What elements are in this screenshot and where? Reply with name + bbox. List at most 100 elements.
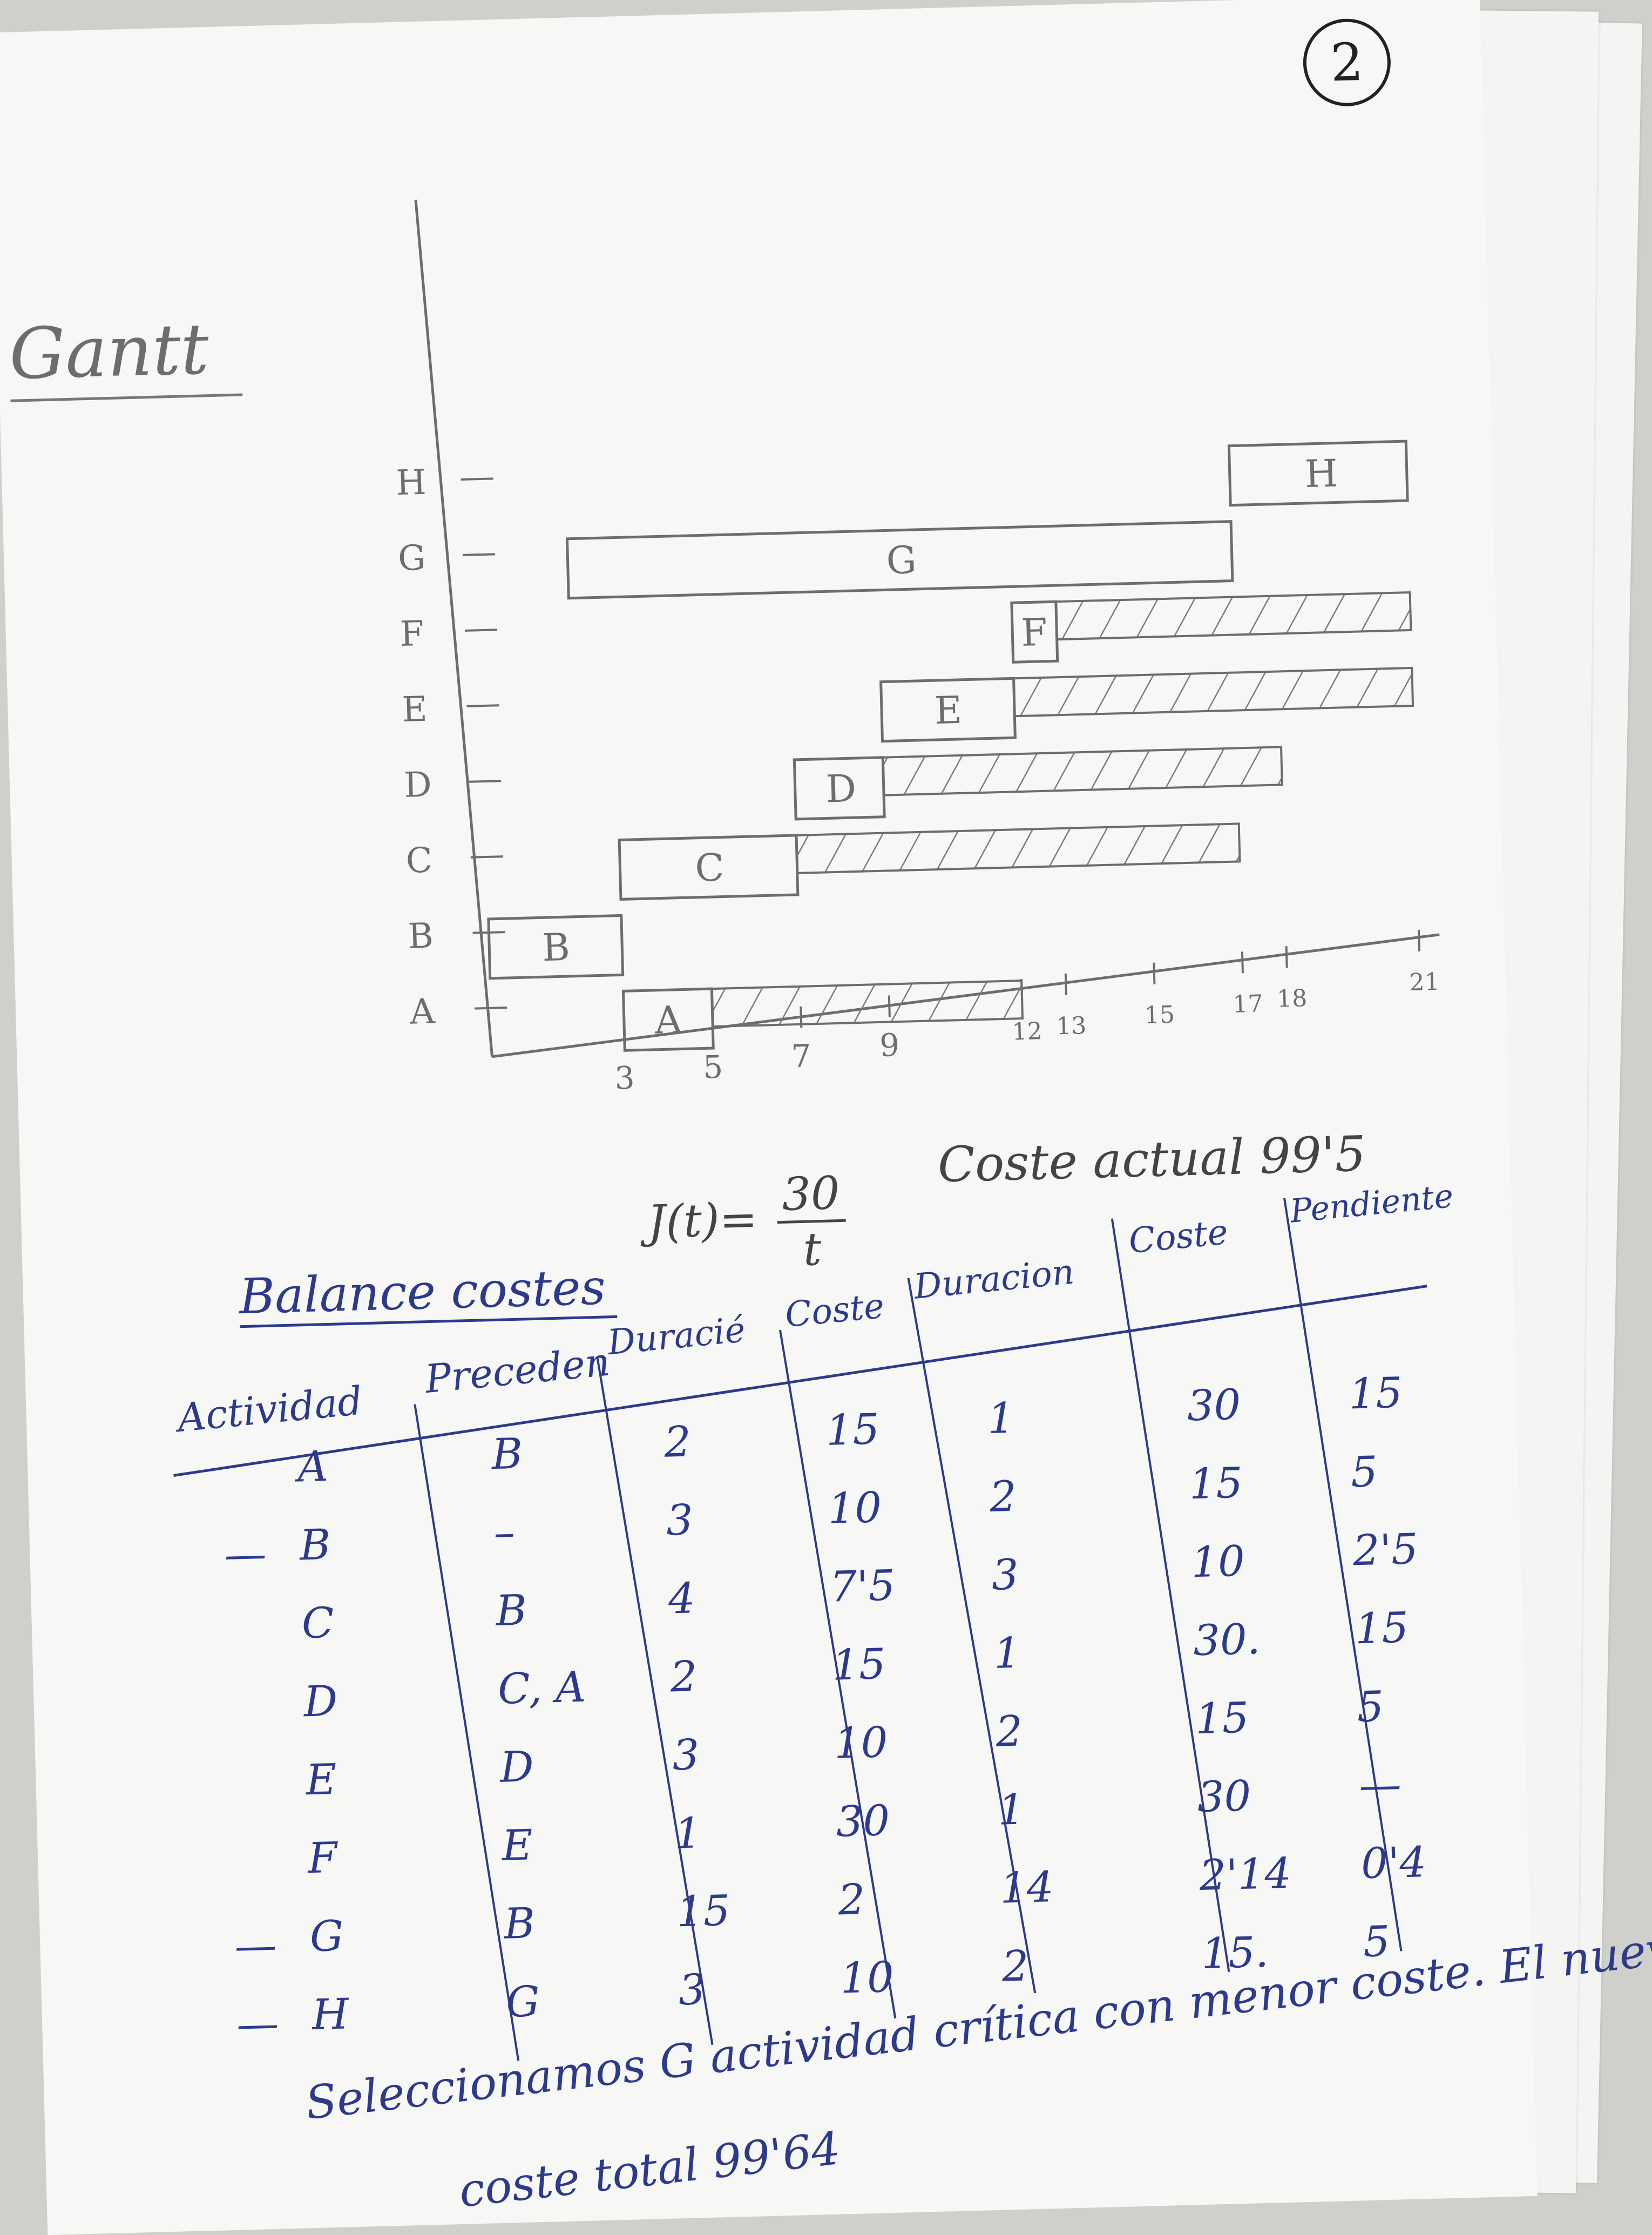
table-cell-cost: 10: [827, 1483, 883, 1534]
table-cell-act: A: [297, 1442, 329, 1492]
table-cell-act: B: [299, 1520, 331, 1570]
gantt-bar-e: [879, 677, 1017, 743]
gantt-bar-label-a: A: [654, 998, 683, 1043]
table-cell-act: H: [311, 1990, 350, 2040]
x-tick-17: [1241, 951, 1244, 974]
activity-tick-f: [464, 629, 497, 632]
table-cell-pre: –: [493, 1508, 516, 1558]
activity-label-d: D: [403, 765, 432, 806]
activity-tick-d: [469, 780, 502, 783]
gantt-bar-h: [1227, 440, 1409, 507]
table-cell-mark: —: [234, 1921, 277, 1971]
activity-label-c: C: [405, 841, 433, 881]
table-cell-act: D: [303, 1677, 338, 1727]
x-tick-label-12: 12: [1012, 1017, 1042, 1045]
table-cell-dur2: 1: [997, 1785, 1026, 1835]
table-cell-cost2: 30: [1196, 1772, 1252, 1822]
gantt-bar-label-d: D: [825, 766, 857, 811]
table-cell-dur: 15: [675, 1886, 731, 1937]
x-tick-label-3: 3: [614, 1059, 635, 1097]
x-tick-label-17: 17: [1233, 990, 1263, 1018]
table-cell-slope: 5: [1350, 1448, 1379, 1497]
table-cell-dur2: 14: [999, 1863, 1054, 1913]
table-cell-slope: 0'4: [1360, 1838, 1427, 1889]
table-cell-dur2: 2: [1001, 1942, 1030, 1991]
activity-label-f: F: [400, 614, 424, 654]
table-cell-slope: 2'5: [1352, 1525, 1419, 1576]
gantt-bar-label-g: G: [886, 538, 917, 583]
table-cell-cost: 10: [833, 1718, 889, 1768]
table-cell-pre: B: [491, 1429, 524, 1480]
table-cell-dur2: 1: [993, 1629, 1021, 1678]
table-cell-act: E: [305, 1755, 337, 1805]
table-cell-act: F: [307, 1833, 338, 1883]
gantt-bar-c: [618, 834, 800, 901]
gantt-bar-label-c: C: [694, 845, 725, 890]
table-cell-cost: 7'5: [829, 1561, 896, 1612]
x-tick-label-18: 18: [1277, 984, 1308, 1012]
table-cell-pre: C, A: [497, 1663, 587, 1714]
x-tick-label-7: 7: [791, 1037, 812, 1075]
gantt-bar-b: [487, 914, 625, 980]
table-cell-dur2: 1: [987, 1394, 1015, 1443]
table-cell-cost2: 30.: [1193, 1615, 1261, 1666]
table-cell-cost2: 15: [1188, 1459, 1244, 1509]
x-tick-label-21: 21: [1409, 968, 1440, 996]
table-cell-dur: 1: [674, 1809, 702, 1859]
cost-table-grid: [173, 1198, 1427, 2061]
table-cell-cost2: 15: [1194, 1693, 1250, 1744]
table-cell-dur: 2: [663, 1417, 692, 1467]
table-cell-cost2: 30: [1186, 1380, 1242, 1431]
x-tick-label-13: 13: [1056, 1012, 1087, 1040]
table-cell-pre: G: [505, 1977, 540, 2027]
table-cell-pre: B: [495, 1586, 527, 1636]
gantt-bar-a: [621, 987, 715, 1052]
gantt-bar-label-h: H: [1304, 451, 1338, 496]
table-cell-dur: 3: [665, 1496, 694, 1545]
activity-label-b: B: [408, 916, 434, 957]
table-cell-slope: 5: [1356, 1683, 1385, 1732]
gantt-bar-label-b: B: [541, 925, 571, 970]
table-cell-pre: B: [503, 1899, 536, 1949]
activity-label-h: H: [396, 463, 427, 503]
table-cell-cost: 2: [837, 1875, 866, 1925]
table-cell-cost: 30: [835, 1797, 891, 1847]
gantt-bar-label-e: E: [934, 688, 963, 733]
table-cell-dur2: 3: [991, 1550, 1019, 1600]
table-cell-dur2: 2: [995, 1707, 1024, 1757]
table-cell-mark: —: [236, 1999, 280, 2049]
activity-tick-c: [470, 855, 503, 859]
activity-tick-e: [466, 704, 499, 707]
activity-tick-g: [463, 553, 496, 556]
gantt-bar-g: [565, 520, 1234, 600]
activity-tick-h: [461, 477, 493, 481]
gantt-bar-d: [793, 756, 886, 821]
table-cell-cost2: 2'14: [1199, 1849, 1292, 1901]
table-cell-dur: 4: [667, 1574, 696, 1624]
table-cell-mark: —: [224, 1530, 267, 1580]
table-cell-slope: 15: [1348, 1368, 1403, 1419]
gantt-bar-f: [1010, 600, 1059, 664]
activity-label-a: A: [409, 992, 436, 1032]
table-cell-slope: —: [1358, 1760, 1402, 1811]
table-cell-dur: 2: [669, 1652, 698, 1702]
table-cell-cost2: 10: [1190, 1537, 1245, 1588]
table-cell-pre: D: [499, 1743, 534, 1792]
x-tick-label-5: 5: [702, 1049, 723, 1086]
gantt-bar-label-f: F: [1020, 610, 1048, 655]
table-cell-dur: 3: [678, 1966, 706, 2015]
table-cell-cost: 10: [839, 1953, 895, 2003]
table-cell-cost: 15: [825, 1405, 881, 1455]
table-cell-slope: 15: [1354, 1603, 1410, 1654]
x-tick-label-9: 9: [879, 1027, 900, 1064]
table-cell-act: C: [301, 1598, 335, 1649]
x-tick-label-15: 15: [1144, 1001, 1175, 1029]
table-cell-act: G: [309, 1912, 344, 1962]
activity-label-e: E: [402, 690, 428, 730]
table-cell-cost: 15: [831, 1640, 886, 1690]
table-cell-dur: 3: [672, 1731, 700, 1780]
activity-tick-a: [475, 1007, 507, 1010]
activity-label-g: G: [397, 538, 426, 579]
